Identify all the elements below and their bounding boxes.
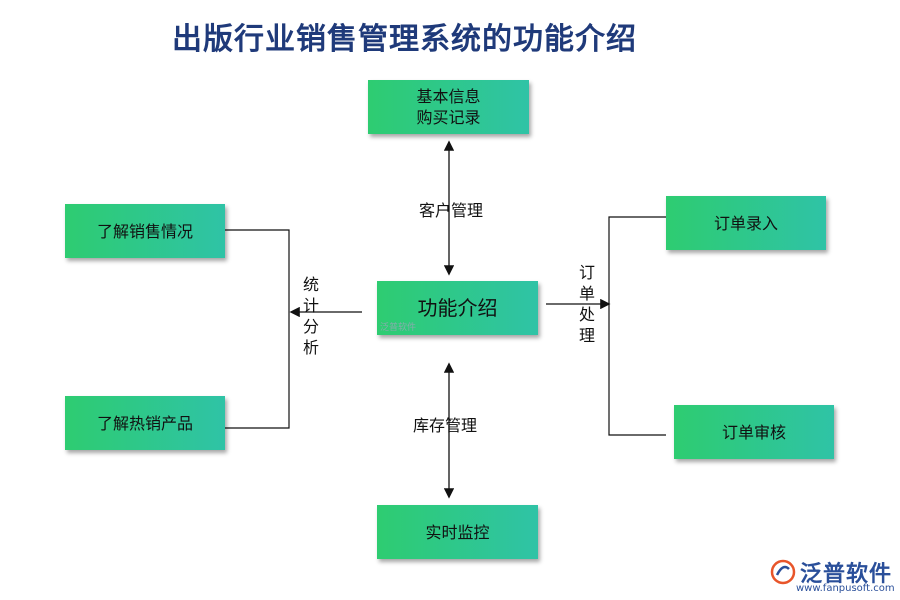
label-inventory-mgmt: 库存管理 [413,416,478,435]
label-char: 计 [302,296,319,315]
bracket-left [225,229,290,429]
label-stat-analysis: 统 计 分 析 [301,274,321,358]
label-char: 订 [578,263,595,282]
box-customer-info-line1: 基本信息 [416,87,481,106]
box-order-review: 订单审核 [674,405,834,459]
label-char: 统 [302,275,319,294]
logo-url: www.fanpusoft.com [796,583,895,594]
box-customer-info: 基本信息 购买记录 [368,80,529,134]
label-char: 单 [578,284,595,303]
label-char: 理 [578,326,595,345]
box-hot-products: 了解热销产品 [65,396,225,450]
logo-text: 泛普软件 [800,562,893,587]
logo-icon [770,559,796,585]
brand-logo: 泛普软件 [770,556,892,588]
label-order-processing: 订 单 处 理 [577,262,597,346]
box-realtime-monitor: 实时监控 [377,505,538,559]
box-sales-status: 了解销售情况 [65,204,225,258]
box-order-entry: 订单录入 [666,196,826,250]
diagram-title: 出版行业销售管理系统的功能介绍 [172,22,637,57]
bracket-right [608,216,666,436]
watermark: 泛普软件 [380,323,417,333]
label-char: 处 [578,305,595,324]
label-char: 分 [302,317,319,336]
box-center: 功能介绍 [377,281,538,335]
label-customer-mgmt: 客户管理 [419,201,484,220]
label-char: 析 [302,338,319,357]
box-customer-info-line2: 购买记录 [416,108,481,127]
